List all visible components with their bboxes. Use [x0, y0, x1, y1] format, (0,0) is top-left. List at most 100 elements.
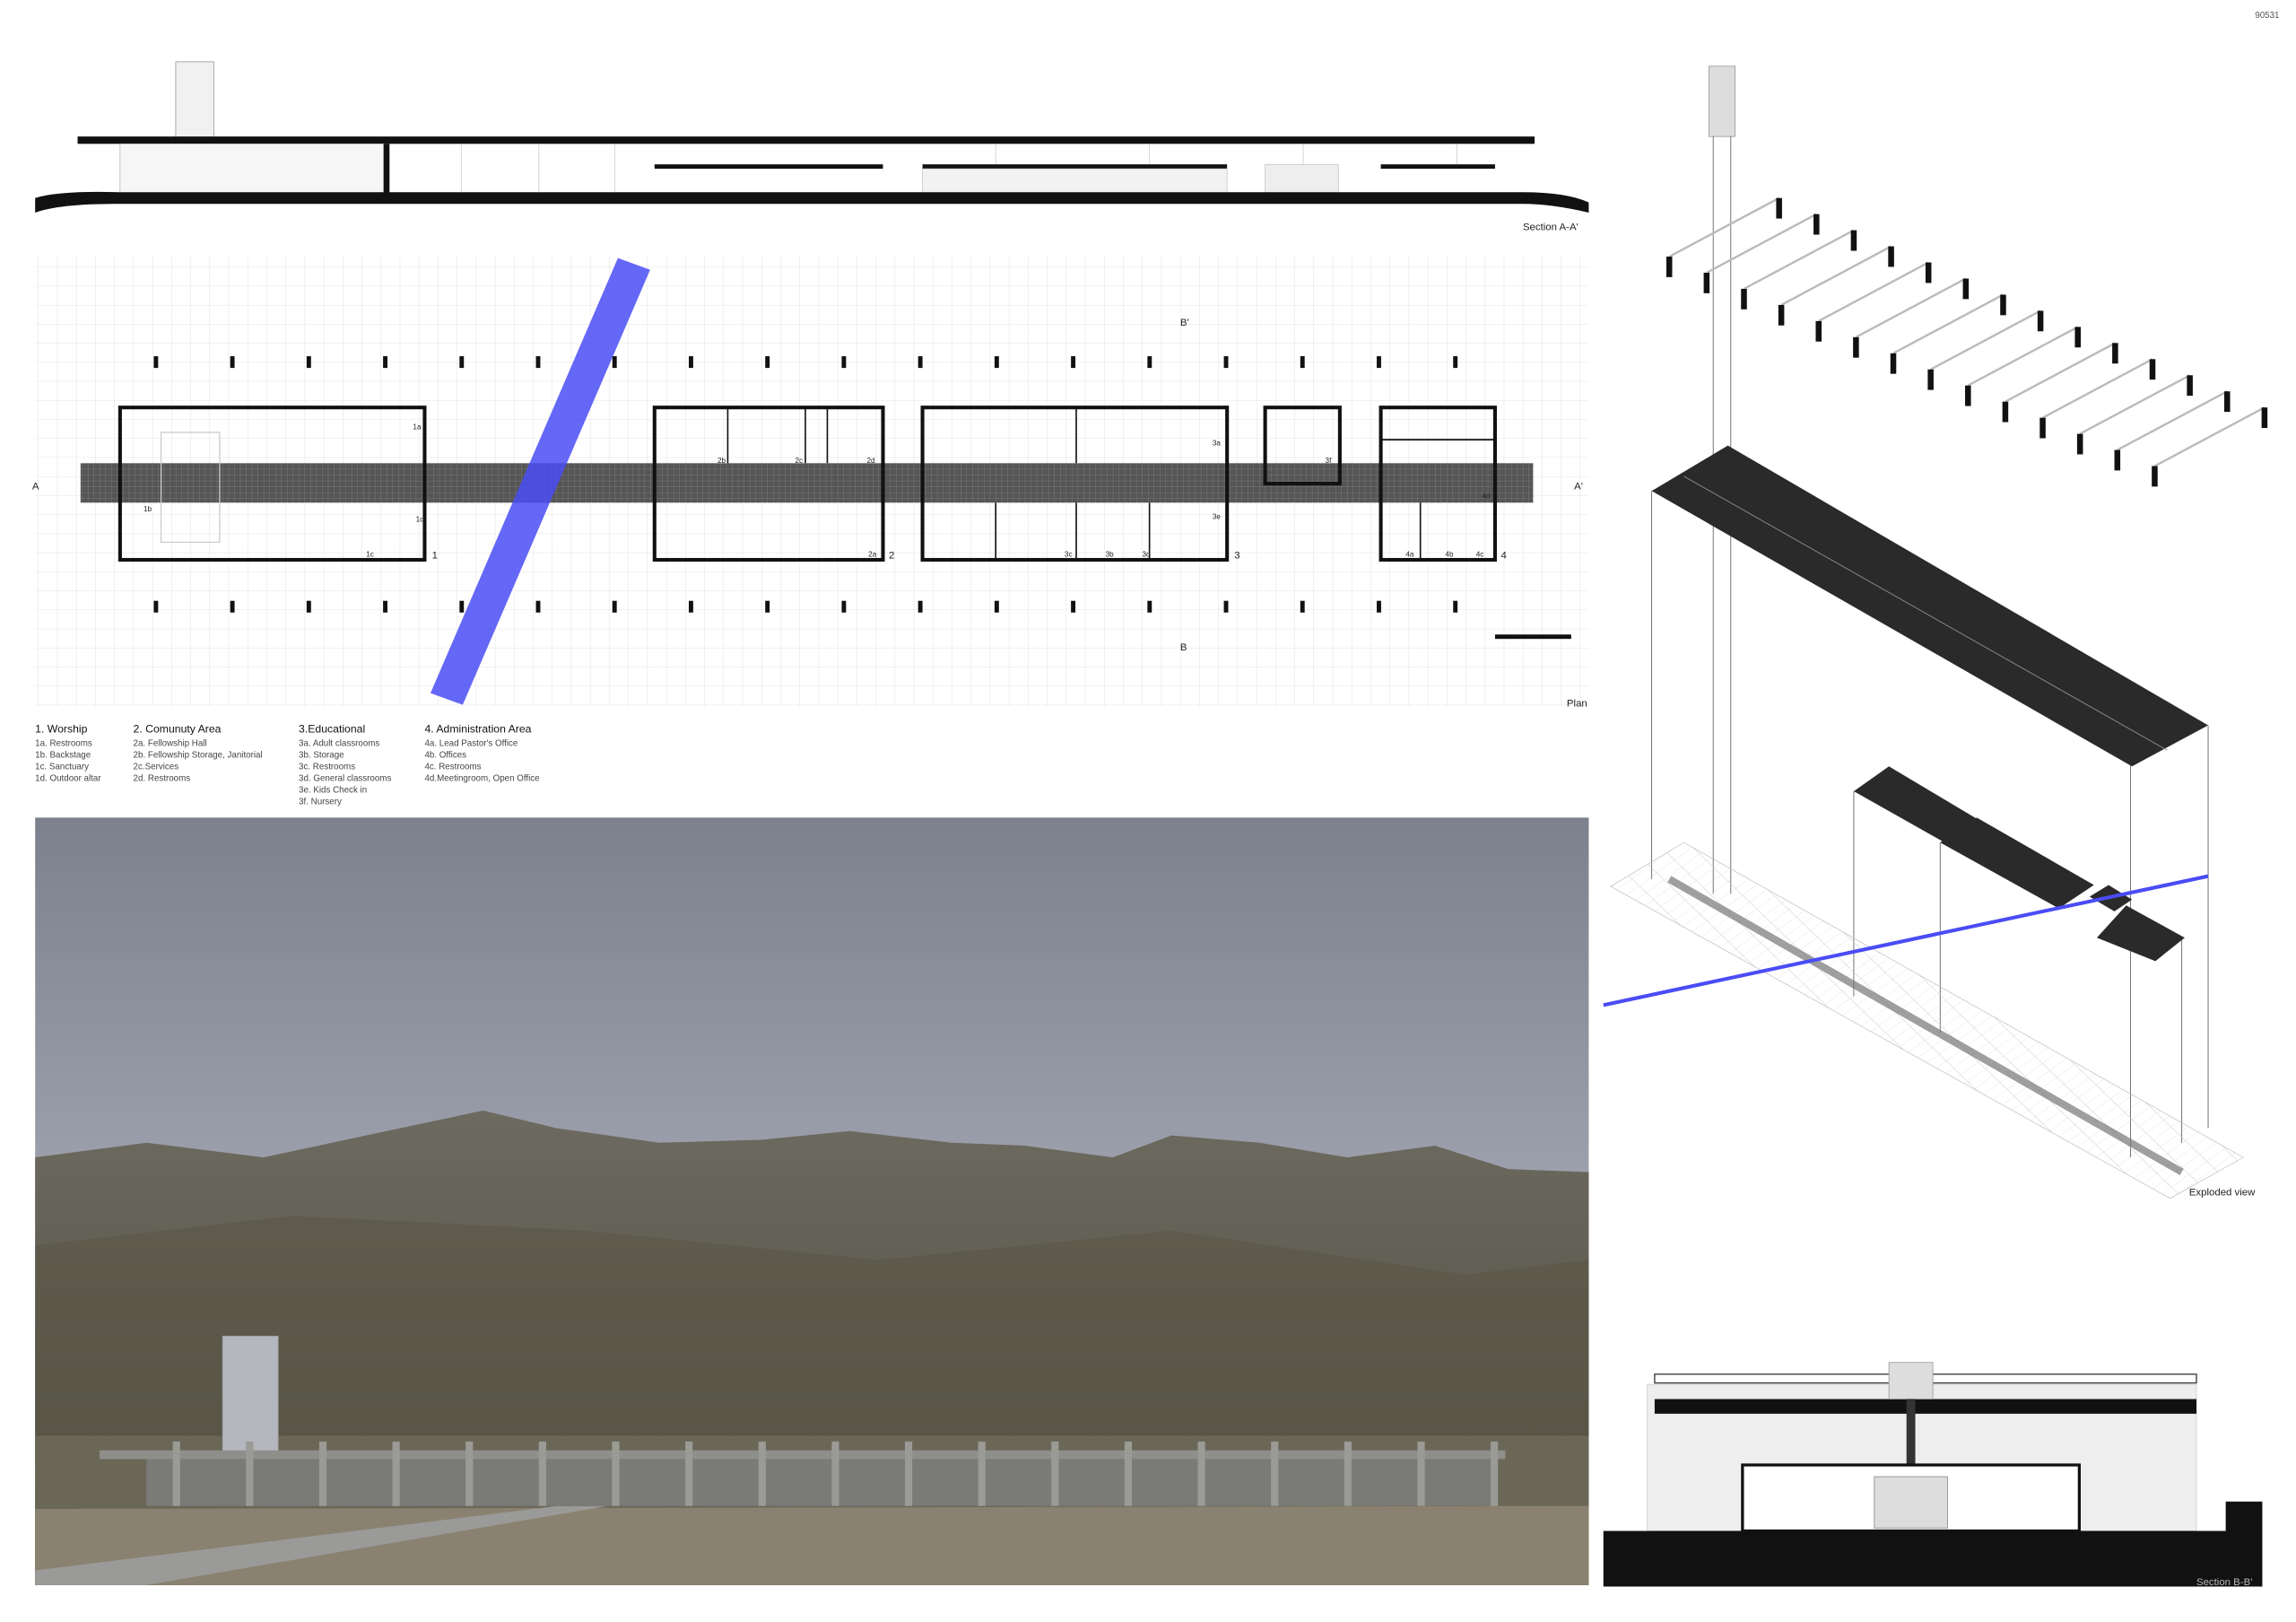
plan-column — [153, 600, 159, 613]
plan-column — [1300, 356, 1305, 369]
building-pillar — [904, 1441, 913, 1506]
building-pillar — [1491, 1441, 1499, 1506]
room-tag: 4b — [1445, 551, 1454, 559]
plan-axis-b2: B' — [1180, 318, 1189, 328]
site-photo — [35, 817, 1589, 1585]
building-pillar — [1271, 1441, 1279, 1506]
beam-support — [1813, 214, 1820, 235]
legend-item: 4d.Meetingroom, Open Office — [424, 774, 539, 784]
building-pillar — [831, 1441, 839, 1506]
beam-support — [2037, 310, 2044, 332]
room-tag: 1d — [416, 516, 425, 524]
beam-support — [1850, 230, 1857, 251]
plan-axis-a2: A' — [1574, 482, 1583, 493]
beam-support — [1665, 257, 1673, 277]
beam-support — [1888, 246, 1894, 267]
plan-column — [1147, 600, 1152, 613]
room-tag: 3d — [1142, 551, 1151, 559]
roof-beam — [2079, 374, 2191, 435]
sheet-id: 90531 — [2255, 11, 2279, 21]
zone-4: 4 — [1500, 550, 1507, 561]
section-aa-drawing — [35, 61, 1589, 214]
zone-2: 2 — [889, 550, 894, 561]
beam-support — [1776, 197, 1782, 219]
roof-beam — [2153, 406, 2266, 467]
room-tag: 3c — [1065, 551, 1073, 559]
building-pillar — [318, 1441, 327, 1506]
beam-support — [2187, 375, 2193, 397]
plan-column — [841, 600, 847, 613]
beam-support — [2074, 327, 2081, 348]
building-pillar — [1344, 1441, 1352, 1506]
plan-column — [153, 356, 159, 369]
plan-column — [765, 600, 770, 613]
building-pillar — [538, 1441, 546, 1506]
zone-1: 1 — [432, 550, 438, 561]
room-tag: 1a — [413, 423, 422, 432]
roof-beam — [1668, 196, 1780, 258]
beam-support — [2152, 466, 2158, 487]
plan-column — [1377, 600, 1381, 613]
plan-column — [841, 356, 847, 369]
legend-item: 4b. Offices — [424, 750, 466, 760]
plan-column — [535, 356, 541, 369]
roof-beam — [1706, 213, 1817, 275]
plan-column — [612, 600, 617, 613]
plan-column — [306, 356, 311, 369]
plan-column — [1071, 600, 1076, 613]
legend-item: 2c.Services — [134, 762, 179, 772]
room-tag: 1c — [366, 551, 374, 559]
building-pillar — [1051, 1441, 1059, 1506]
room-tag: 4a — [1405, 551, 1414, 559]
plan-axis-b: B — [1180, 642, 1187, 653]
beam-support — [1965, 385, 1971, 406]
plan-column — [1223, 600, 1229, 613]
room-tag: 3a — [1213, 440, 1222, 448]
plan-column — [918, 356, 923, 369]
roof-beam — [1743, 229, 1855, 291]
roof-beam — [2041, 358, 2153, 419]
plan-column — [459, 356, 465, 369]
building-pillar — [246, 1441, 254, 1506]
beam-support — [1962, 278, 1970, 300]
roof-beam — [1892, 293, 2005, 354]
plan-column — [765, 356, 770, 369]
beam-support — [1853, 336, 1859, 358]
building-pillar — [612, 1441, 620, 1506]
legend-heading: 3.Educational — [299, 723, 365, 736]
beam-support — [1927, 369, 1934, 390]
beam-support — [1815, 320, 1822, 342]
roof-beam — [2005, 342, 2116, 403]
beam-support — [2000, 294, 2006, 316]
legend-item: 3f. Nursery — [299, 798, 342, 807]
beam-support — [2114, 449, 2121, 471]
beam-support — [2224, 391, 2231, 413]
plan-column — [383, 356, 387, 369]
building-pillar — [465, 1441, 474, 1506]
beam-support — [2002, 401, 2009, 423]
plan-column — [459, 600, 465, 613]
exploded-view-label: Exploded view — [2189, 1188, 2256, 1199]
legend-item: 2b. Fellowship Storage, Janitorial — [134, 750, 263, 760]
plan-column — [230, 356, 235, 369]
beam-support — [2261, 407, 2268, 429]
plan-column — [1453, 600, 1458, 613]
building-pillar — [758, 1441, 766, 1506]
plan-column — [1377, 356, 1381, 369]
roof-beam — [1967, 326, 2079, 387]
legend-item: 4c. Restrooms — [424, 762, 481, 772]
plan-columns — [153, 356, 1458, 613]
plan-column — [535, 600, 541, 613]
plan-column — [1300, 600, 1305, 613]
plan-column — [689, 356, 693, 369]
plan-column — [1223, 356, 1229, 369]
legend-item: 1a. Restrooms — [35, 738, 92, 748]
section-bb-label: Section B-B' — [2196, 1577, 2252, 1588]
plan-column — [383, 600, 387, 613]
plan-column — [230, 600, 235, 613]
beam-support — [1890, 353, 1897, 374]
legend-item: 3c. Restrooms — [299, 762, 355, 772]
room-tag: 4d — [1482, 492, 1491, 500]
